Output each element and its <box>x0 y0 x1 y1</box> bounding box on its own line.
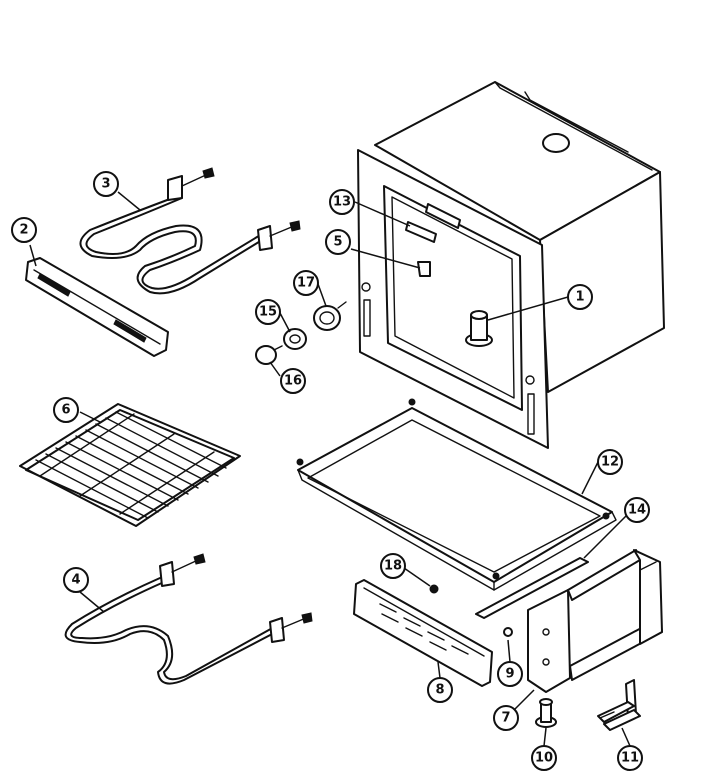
callout-18-label: 18 <box>384 559 402 574</box>
part-12-tray <box>296 398 617 591</box>
part-15-lamp-holder <box>283 328 307 350</box>
part-5-clip <box>417 261 431 277</box>
callout-17: 17 <box>293 270 319 296</box>
part-9-screw <box>503 627 513 637</box>
callout-8: 8 <box>427 677 453 703</box>
part-2-bracket <box>25 257 169 357</box>
callout-10-label: 10 <box>535 751 553 766</box>
callout-5-label: 5 <box>333 235 342 250</box>
callout-12-label: 12 <box>601 455 619 470</box>
callout-1-label: 1 <box>575 290 584 305</box>
callout-7: 7 <box>493 705 519 731</box>
part-10-leg <box>535 698 557 728</box>
callout-13: 13 <box>329 189 355 215</box>
callout-18: 18 <box>380 553 406 579</box>
callout-6-label: 6 <box>61 403 70 418</box>
part-14-strip <box>475 557 589 619</box>
oven-cavity <box>357 81 665 449</box>
callout-10: 10 <box>531 745 557 771</box>
callout-2: 2 <box>11 217 37 243</box>
callout-8-label: 8 <box>435 683 444 698</box>
part-6-rack <box>19 403 241 527</box>
callout-17-label: 17 <box>297 276 315 291</box>
part-8-panel <box>353 579 493 687</box>
part-17-socket <box>313 301 347 331</box>
callout-9: 9 <box>497 661 523 687</box>
callout-5: 5 <box>325 229 351 255</box>
part-11-antitip <box>597 679 641 731</box>
callout-1: 1 <box>567 284 593 310</box>
callout-11: 11 <box>617 745 643 771</box>
callout-15: 15 <box>255 299 281 325</box>
callout-14: 14 <box>624 497 650 523</box>
callout-4: 4 <box>63 567 89 593</box>
callout-7-label: 7 <box>501 711 510 726</box>
callout-12: 12 <box>597 449 623 475</box>
callout-9-label: 9 <box>505 667 514 682</box>
part-4-element <box>64 553 313 685</box>
callout-11-label: 11 <box>621 751 639 766</box>
callout-6: 6 <box>53 397 79 423</box>
callout-3-label: 3 <box>101 177 110 192</box>
callout-4-label: 4 <box>71 573 80 588</box>
callout-2-label: 2 <box>19 223 28 238</box>
callout-3: 3 <box>93 171 119 197</box>
part-3-element <box>79 167 301 295</box>
part-7-bracket <box>527 549 663 693</box>
part-16-bulb <box>255 345 283 365</box>
callout-13-label: 13 <box>333 195 351 210</box>
callout-15-label: 15 <box>259 305 277 320</box>
leader-lines <box>29 191 633 747</box>
part-13-plate <box>405 221 437 243</box>
part-1-sensor <box>465 310 493 347</box>
callout-16: 16 <box>280 368 306 394</box>
part-18-screw <box>429 584 439 594</box>
callout-16-label: 16 <box>284 374 302 389</box>
callout-14-label: 14 <box>628 503 646 518</box>
